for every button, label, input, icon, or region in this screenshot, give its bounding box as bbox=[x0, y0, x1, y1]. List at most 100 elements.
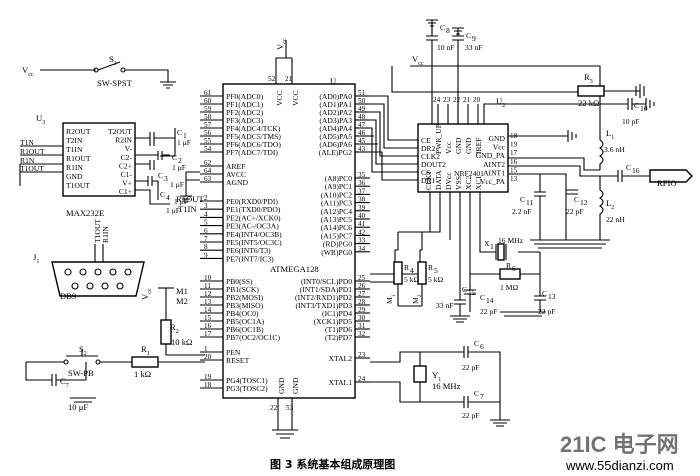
svg-text:C: C bbox=[626, 163, 631, 172]
u1-right-pin-name: (T1)PD6 bbox=[325, 325, 352, 334]
svg-text:C7: C7 bbox=[60, 376, 69, 389]
svg-text:33 nF: 33 nF bbox=[436, 301, 454, 310]
svg-text:R1IN: R1IN bbox=[101, 226, 110, 243]
u1-left-pin-name: PF7(ADC7/TDI) bbox=[226, 148, 278, 157]
svg-text:33 nF: 33 nF bbox=[465, 43, 483, 52]
u2-top-pin-name: GND bbox=[464, 137, 473, 154]
u1-left-pin-number: 63 bbox=[204, 175, 212, 183]
switch-s1: Vcc S1 SW-SPST bbox=[22, 54, 176, 89]
u1-right-pin-name: (A13)PC5 bbox=[321, 215, 352, 224]
svg-text:R1OUT: R1OUT bbox=[176, 194, 204, 204]
svg-text:GND: GND bbox=[277, 377, 286, 394]
u1-right-pin-number: 34 bbox=[358, 245, 366, 253]
svg-text:2.2 nF: 2.2 nF bbox=[512, 207, 531, 216]
u1-right-pin-number: 29 bbox=[358, 306, 366, 314]
svg-text:22 nH: 22 nH bbox=[606, 215, 625, 224]
u1-right-pin-name: (A11)PC3 bbox=[321, 199, 352, 208]
u1-left-pin-number: 6 bbox=[204, 227, 208, 235]
u1-right-pin-number: 28 bbox=[358, 298, 366, 306]
u2-top-pin-number: 21 bbox=[463, 96, 471, 104]
u1-left-pin-name: PEN bbox=[226, 348, 241, 357]
u1-right-pin-number: 47 bbox=[358, 121, 366, 129]
svg-text:10 nF: 10 nF bbox=[437, 43, 455, 52]
u3-right-pin: V- bbox=[125, 144, 133, 153]
svg-text:C: C bbox=[574, 195, 579, 204]
u2-right-pin-name: GND_PA bbox=[476, 151, 506, 160]
svg-text:16: 16 bbox=[632, 166, 640, 175]
u1-right-pin-name: (INT1/SDA)PD1 bbox=[300, 285, 353, 294]
u1-right-pin-name: (A12)PC4 bbox=[321, 207, 352, 216]
svg-text:7: 7 bbox=[480, 392, 484, 401]
svg-text:DB9: DB9 bbox=[60, 291, 76, 301]
u3-left-pin: R2OUT bbox=[66, 127, 91, 136]
svg-text:VCC: VCC bbox=[291, 90, 300, 106]
svg-text:C: C bbox=[520, 195, 525, 204]
figure-caption: 图 3 系统基本组成原理图 bbox=[270, 457, 395, 471]
u1-left-pin-number: 13 bbox=[204, 298, 212, 306]
svg-text:SW-PB: SW-PB bbox=[68, 368, 94, 378]
u1-left-pin-name: PE1(TXD0/PDO) bbox=[226, 205, 281, 214]
svg-text:1 μF: 1 μF bbox=[166, 206, 180, 215]
svg-text:5 kΩ: 5 kΩ bbox=[404, 275, 419, 284]
u1-right-pin-number: 26 bbox=[358, 282, 366, 290]
svg-text:1: 1 bbox=[183, 131, 187, 140]
svg-text:S2: S2 bbox=[79, 344, 87, 357]
u2-right-pin-name: Vcc bbox=[493, 143, 506, 152]
svg-text:M1: M1 bbox=[385, 294, 397, 304]
u1-left-pin-number: 2 bbox=[204, 194, 208, 202]
u2-left-pin: CE bbox=[421, 136, 431, 145]
u2-right-pin-number: 15 bbox=[510, 166, 518, 174]
u1-right-pin-name: (WR)PG0 bbox=[321, 248, 352, 257]
u1-left-pin-name: PF6(ADC6/TDO) bbox=[226, 140, 281, 149]
svg-text:6: 6 bbox=[480, 342, 484, 351]
u1-left-pin-name: PF5(ADC5/TMS) bbox=[226, 132, 281, 141]
u2-left-pin: DR2 bbox=[421, 144, 436, 153]
u1-right-pin-number: 39 bbox=[358, 204, 366, 212]
db9-pin bbox=[94, 268, 102, 276]
u1-left-pin-name: PE5(INT5/OC3C) bbox=[226, 238, 282, 247]
svg-text:22 pF: 22 pF bbox=[462, 411, 480, 420]
connector-j1-db9: J1 T1OUT R1IN DB9 bbox=[33, 219, 145, 301]
u3-right-pin: R2IN bbox=[115, 136, 132, 145]
u2-right-pin-name: AINT2 bbox=[483, 160, 505, 169]
u1-left-pin-number: 18 bbox=[204, 381, 212, 389]
svg-text:6: 6 bbox=[512, 264, 516, 273]
svg-text:16 MHz: 16 MHz bbox=[432, 381, 461, 391]
svg-text:C: C bbox=[466, 31, 471, 40]
svg-text:3.6 nH: 3.6 nH bbox=[604, 145, 625, 154]
u1-right-pin-number: 23 bbox=[358, 351, 366, 359]
u1-left-pin-name: PE6(INT6/T3) bbox=[226, 246, 271, 255]
u2-left-pin: CS bbox=[421, 168, 430, 177]
svg-text:52: 52 bbox=[268, 75, 276, 83]
u1-left-pin-number: 64 bbox=[204, 167, 212, 175]
u3-right-pin: V+ bbox=[122, 179, 132, 188]
svg-text:Vcc: Vcc bbox=[275, 38, 288, 50]
u1-right-pin-number: 51 bbox=[358, 89, 366, 97]
svg-text:M2: M2 bbox=[411, 294, 423, 304]
u1-right-pin-number: 24 bbox=[358, 375, 366, 383]
svg-text:RFIO: RFIO bbox=[657, 178, 677, 188]
u2-top-pin-name: GND bbox=[454, 137, 463, 154]
svg-text:R1: R1 bbox=[141, 344, 150, 357]
u3-right-pin: C1+ bbox=[119, 187, 132, 196]
u1-left-pin-name: PF4(ADC4/TCK) bbox=[226, 124, 281, 133]
u1-right-pin-number: 36 bbox=[358, 179, 366, 187]
u1-right-pin-number: 33 bbox=[358, 237, 366, 245]
u3-net-label: R1N bbox=[20, 156, 35, 165]
u1-left-pin-number: 57 bbox=[204, 121, 212, 129]
db9-pin bbox=[116, 282, 124, 290]
svg-text:10 μF: 10 μF bbox=[68, 402, 88, 412]
u1-left-pin-number: 10 bbox=[204, 274, 212, 282]
svg-text:15: 15 bbox=[468, 288, 476, 297]
svg-text:Vcc: Vcc bbox=[22, 65, 34, 78]
svg-text:1 μF: 1 μF bbox=[172, 163, 186, 172]
svg-text:Vcc: Vcc bbox=[140, 288, 153, 300]
svg-text:13: 13 bbox=[548, 292, 556, 301]
u1-left-pin-number: 11 bbox=[204, 282, 211, 290]
u1-left-pin-name: PF1(ADC1) bbox=[226, 100, 264, 109]
u1-right-pin-number: 45 bbox=[358, 137, 366, 145]
u1-left-pin-number: 19 bbox=[204, 373, 212, 381]
u2-left-pin: CLK2 bbox=[421, 152, 440, 161]
u1-right-pin-name: XTAL2 bbox=[329, 354, 353, 363]
